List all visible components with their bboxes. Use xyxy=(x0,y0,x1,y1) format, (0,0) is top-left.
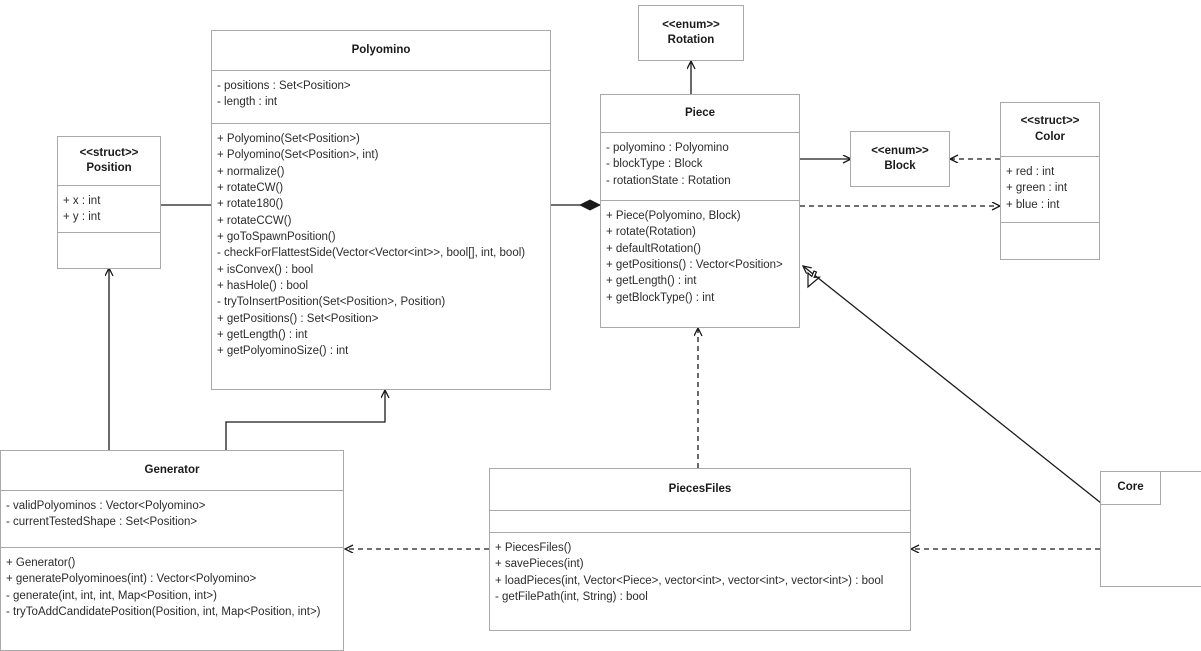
edge-polyomino-piece xyxy=(551,199,601,211)
class-position-stereotype: <<struct>> xyxy=(79,146,139,159)
method-row: - tryToInsertPosition(Set<Position>, Pos… xyxy=(217,296,446,309)
class-rotation[interactable]: <<enum>> Rotation xyxy=(638,5,744,61)
class-generator-attributes: - validPolyominos : Vector<Polyomino> - … xyxy=(1,491,343,548)
attribute-row: + red : int xyxy=(1006,166,1055,178)
method-row: + rotateCCW() xyxy=(217,214,292,227)
class-color-stereotype: <<struct>> xyxy=(1020,115,1080,128)
class-block[interactable]: <<enum>> Block xyxy=(850,131,950,187)
class-core[interactable]: Core xyxy=(1100,471,1201,587)
class-rotation-header: <<enum>> Rotation xyxy=(639,6,743,60)
method-row: + generatePolyominoes(int) : Vector<Poly… xyxy=(6,573,257,586)
class-position[interactable]: <<struct>> Position + x : int + y : int xyxy=(57,136,161,269)
class-piece-header: Piece xyxy=(601,95,799,133)
method-row: + Generator() xyxy=(6,557,76,569)
edge-generator-polyomino xyxy=(225,390,385,450)
class-position-header: <<struct>> Position xyxy=(58,137,160,186)
method-row: - getFilePath(int, String) : bool xyxy=(495,590,648,603)
class-piecesfiles[interactable]: PiecesFiles + PiecesFiles() + savePieces… xyxy=(489,468,911,631)
class-piecesfiles-header: PiecesFiles xyxy=(490,469,910,511)
class-position-methods xyxy=(58,233,160,247)
method-row: + getBlockType() : int xyxy=(606,291,715,304)
class-polyomino-attributes: - positions : Set<Position> - length : i… xyxy=(212,71,550,124)
class-generator-header: Generator xyxy=(1,451,343,491)
class-piece[interactable]: Piece - polyomino : Polyomino - blockTyp… xyxy=(600,94,800,328)
method-row: + goToSpawnPosition() xyxy=(217,230,336,243)
class-generator[interactable]: Generator - validPolyominos : Vector<Pol… xyxy=(0,450,344,651)
method-row: + getLength() : int xyxy=(217,328,308,341)
class-rotation-stereotype: <<enum>> xyxy=(662,18,720,31)
class-rotation-name: Rotation xyxy=(667,34,715,46)
class-block-stereotype: <<enum>> xyxy=(871,144,929,157)
class-polyomino-methods: + Polyomino(Set<Position>) + Polyomino(S… xyxy=(212,124,550,367)
attribute-row: + y : int xyxy=(63,211,101,224)
attribute-row: - rotationState : Rotation xyxy=(606,174,731,187)
class-color-attributes: + red : int + green : int + blue : int xyxy=(1001,157,1099,223)
attribute-row: - positions : Set<Position> xyxy=(217,80,351,92)
method-row: + loadPieces(int, Vector<Piece>, vector<… xyxy=(495,574,884,587)
attribute-row: + green : int xyxy=(1006,182,1068,195)
class-color-name: Color xyxy=(1034,130,1066,143)
attribute-row: - validPolyominos : Vector<Polyomino> xyxy=(6,500,206,512)
method-row: + rotateCW() xyxy=(217,181,284,194)
class-piece-name: Piece xyxy=(684,106,716,119)
method-row: + getPositions() : Vector<Position> xyxy=(606,258,783,271)
method-row: + Polyomino(Set<Position>) xyxy=(217,133,360,145)
method-row: + rotate(Rotation) xyxy=(606,226,696,239)
class-color-header: <<struct>> Color xyxy=(1001,103,1099,157)
attribute-row: - blockType : Block xyxy=(606,158,703,171)
class-polyomino-header: Polyomino xyxy=(212,31,550,71)
class-piecesfiles-methods: + PiecesFiles() + savePieces(int) + load… xyxy=(490,533,910,612)
method-row: + rotate180() xyxy=(217,198,284,211)
class-core-header: Core xyxy=(1101,472,1161,505)
method-row: + savePieces(int) xyxy=(495,558,584,571)
class-color-methods xyxy=(1001,223,1099,237)
method-row: + Polyomino(Set<Position>, int) xyxy=(217,149,379,162)
attribute-row: - polyomino : Polyomino xyxy=(606,142,729,154)
method-row: + defaultRotation() xyxy=(606,242,701,255)
class-core-body xyxy=(1101,505,1201,519)
attribute-row: + x : int xyxy=(63,195,101,207)
mouse-cursor-icon xyxy=(807,270,822,289)
class-position-attributes: + x : int + y : int xyxy=(58,186,160,233)
class-color[interactable]: <<struct>> Color + red : int + green : i… xyxy=(1000,102,1100,260)
method-row: + hasHole() : bool xyxy=(217,279,309,292)
attribute-row: + blue : int xyxy=(1006,198,1060,211)
attribute-row: - currentTestedShape : Set<Position> xyxy=(6,516,198,529)
attribute-row: - length : int xyxy=(217,96,278,109)
method-row: + normalize() xyxy=(217,165,285,178)
method-row: + Piece(Polyomino, Block) xyxy=(606,210,741,222)
method-row: + getPositions() : Set<Position> xyxy=(217,312,379,325)
class-piecesfiles-attributes xyxy=(490,511,910,533)
class-block-header: <<enum>> Block xyxy=(851,132,949,186)
class-generator-methods: + Generator() + generatePolyominoes(int)… xyxy=(1,548,343,627)
method-row: - checkForFlattestSide(Vector<Vector<int… xyxy=(217,247,526,260)
method-row: + getPolyominoSize() : int xyxy=(217,345,349,358)
class-piecesfiles-name: PiecesFiles xyxy=(668,482,732,495)
class-piece-methods: + Piece(Polyomino, Block) + rotate(Rotat… xyxy=(601,201,799,313)
method-row: + PiecesFiles() xyxy=(495,542,572,554)
class-piece-attributes: - polyomino : Polyomino - blockType : Bl… xyxy=(601,133,799,201)
class-polyomino[interactable]: Polyomino - positions : Set<Position> - … xyxy=(211,30,551,390)
class-polyomino-name: Polyomino xyxy=(351,43,411,56)
method-row: + getLength() : int xyxy=(606,275,697,288)
method-row: - tryToAddCandidatePosition(Position, in… xyxy=(6,605,321,618)
method-row: + isConvex() : bool xyxy=(217,263,314,276)
class-block-name: Block xyxy=(884,160,916,172)
method-row: - generate(int, int, int, Map<Position, … xyxy=(6,589,217,602)
class-core-name: Core xyxy=(1117,481,1144,494)
class-generator-name: Generator xyxy=(144,463,200,476)
class-position-name: Position xyxy=(86,162,132,174)
